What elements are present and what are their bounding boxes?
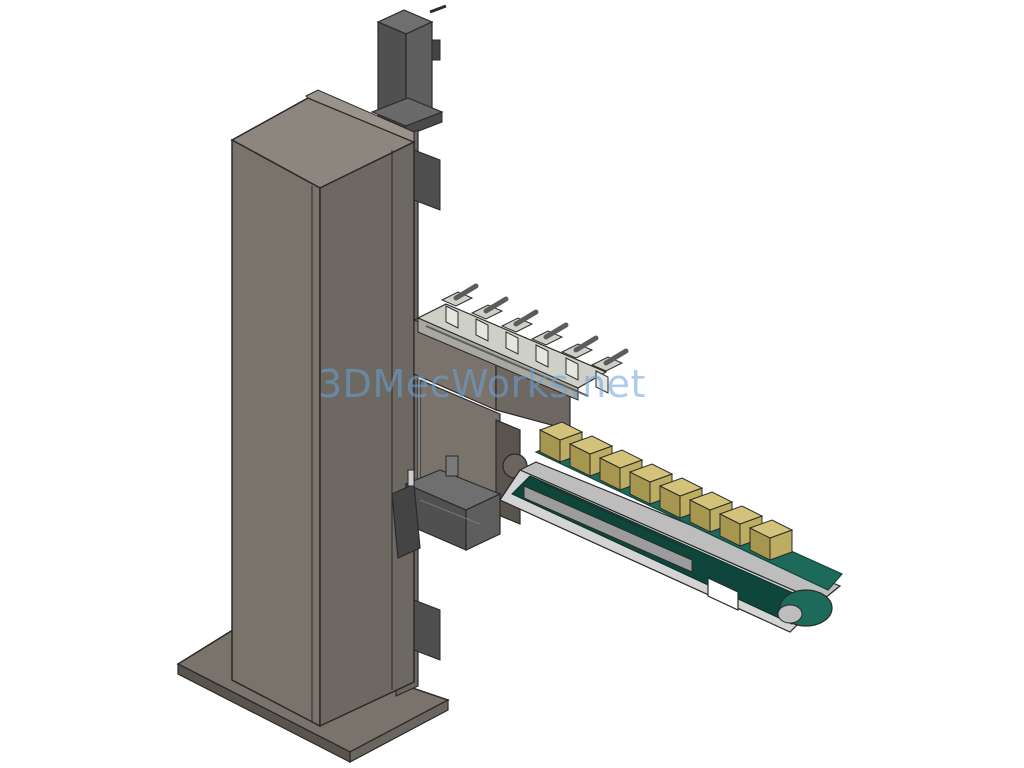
top-servo-motor <box>370 4 447 137</box>
gripper-finger <box>590 348 629 394</box>
vertical-column <box>230 89 416 728</box>
gripper-finger <box>530 322 569 368</box>
gripper-finger <box>470 296 509 342</box>
gripper-finger <box>500 309 539 355</box>
gripper-finger <box>440 283 479 329</box>
lower-servo-motor <box>391 455 502 559</box>
gripper-fingers <box>440 283 629 394</box>
gripper-finger <box>560 335 599 381</box>
product-block-icon <box>748 519 794 561</box>
product-row <box>538 421 794 561</box>
